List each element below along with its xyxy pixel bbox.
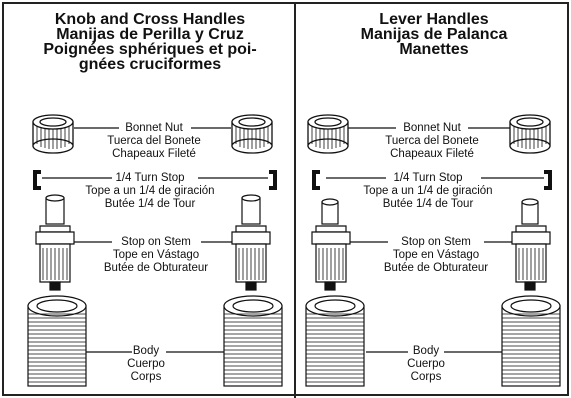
- label-line: Corps: [410, 371, 442, 383]
- bonnet-nut-label: Bonnet Nut Tuerca del Bonete Chapeaux Fi…: [68, 122, 240, 161]
- label-line: Chapeaux Fileté: [112, 148, 196, 160]
- stem-left: [35, 194, 75, 291]
- title-line: Manijas de Palanca: [360, 26, 508, 43]
- turn-stop-right: [269, 170, 277, 190]
- body-label: Body Cuerpo Corps: [96, 345, 196, 384]
- title-line: gnées cruciformes: [78, 56, 222, 73]
- body-left: [305, 295, 365, 387]
- panel-title: Lever Handles Manijas de Palanca Manette…: [296, 11, 571, 58]
- label-line: Cuerpo: [407, 358, 445, 370]
- label-line: Chapeaux Fileté: [390, 148, 474, 160]
- title-line: Manijas de Perilla y Cruz: [56, 26, 244, 43]
- title-line: Lever Handles: [379, 11, 489, 28]
- turn-stop-left: [33, 170, 41, 190]
- stem-left: [311, 198, 351, 291]
- body-right: [223, 295, 283, 387]
- label-line: Tuerca del Bonete: [385, 135, 479, 147]
- bonnet-nut-right: [231, 114, 273, 154]
- label-line: Body: [132, 345, 160, 357]
- turn-stop-label: 1/4 Turn Stop Tope a un 1/4 de giración …: [64, 172, 236, 211]
- label-line: Tuerca del Bonete: [107, 135, 201, 147]
- bonnet-nut-left: [307, 114, 349, 154]
- knob-cross-handles-panel: Knob and Cross Handles Manijas de Perill…: [6, 4, 294, 398]
- label-line: Tope en Vástago: [112, 249, 200, 261]
- label-line: Butée 1/4 de Tour: [382, 198, 474, 210]
- panel-divider: [294, 4, 296, 398]
- stem-right: [231, 194, 271, 291]
- panel-title: Knob and Cross Handles Manijas de Perill…: [6, 11, 294, 73]
- label-line: Body: [412, 345, 440, 357]
- label-line: Corps: [130, 371, 162, 383]
- label-line: Butée de Obturateur: [383, 262, 489, 274]
- title-line: Knob and Cross Handles: [54, 11, 246, 28]
- label-line: Cuerpo: [127, 358, 165, 370]
- turn-stop-left: [312, 170, 320, 190]
- label-line: Butée de Obturateur: [103, 262, 209, 274]
- bonnet-nut-left: [32, 114, 74, 154]
- bonnet-nut-right: [509, 114, 551, 154]
- label-line: Tope a un 1/4 de giración: [85, 185, 215, 197]
- lever-parts-illustration: [305, 114, 561, 387]
- label-line: Stop on Stem: [121, 236, 191, 248]
- label-line: 1/4 Turn Stop: [115, 172, 185, 184]
- label-line: Bonnet Nut: [403, 122, 461, 134]
- label-line: Bonnet Nut: [125, 122, 183, 134]
- label-line: Tope en Vástago: [392, 249, 480, 261]
- body-right: [501, 295, 561, 387]
- lever-handles-panel: Lever Handles Manijas de Palanca Manette…: [296, 4, 571, 398]
- title-line: Manettes: [399, 41, 469, 58]
- turn-stop-label: 1/4 Turn Stop Tope a un 1/4 de giración …: [342, 172, 514, 211]
- bonnet-nut-label: Bonnet Nut Tuerca del Bonete Chapeaux Fi…: [346, 122, 518, 161]
- label-line: Tope a un 1/4 de giración: [363, 185, 493, 197]
- stop-on-stem-label: Stop on Stem Tope en Vástago Butée de Ob…: [350, 236, 522, 275]
- knob-cross-parts-illustration: [27, 114, 283, 387]
- label-line: Stop on Stem: [401, 236, 471, 248]
- body-left: [27, 295, 87, 387]
- body-label: Body Cuerpo Corps: [376, 345, 476, 384]
- stem-right: [511, 198, 551, 291]
- label-line: Butée 1/4 de Tour: [104, 198, 196, 210]
- title-line: Poignées sphériques et poi-: [43, 41, 257, 58]
- label-line: 1/4 Turn Stop: [393, 172, 463, 184]
- turn-stop-right: [544, 170, 552, 190]
- stop-on-stem-label: Stop on Stem Tope en Vástago Butée de Ob…: [70, 236, 242, 275]
